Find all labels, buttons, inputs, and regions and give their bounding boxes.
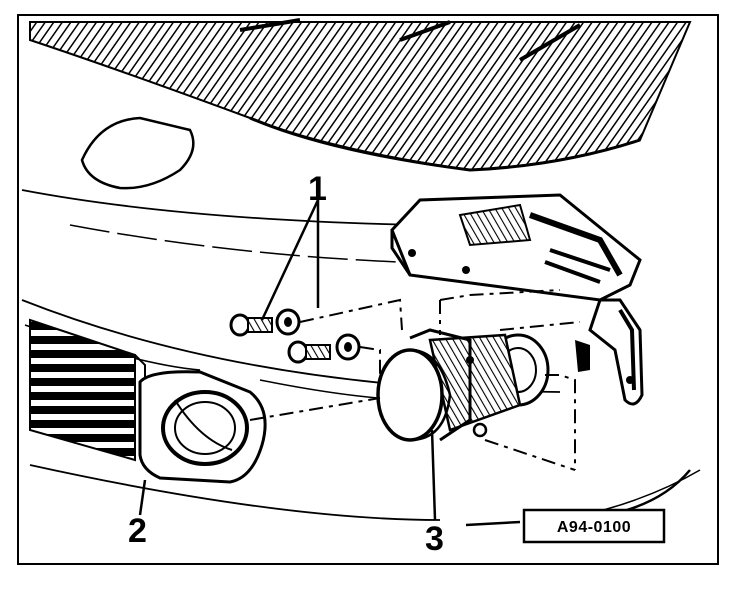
screw-upper xyxy=(229,308,301,337)
fog-lamp-unit xyxy=(376,328,550,442)
fog-lamp-recess xyxy=(138,370,267,484)
callout-1: 1 xyxy=(308,170,327,208)
reference-code: A94-0100 xyxy=(557,519,631,536)
callout-2: 2 xyxy=(128,512,147,550)
mounting-bracket xyxy=(390,193,644,406)
assembly-lines xyxy=(249,289,581,471)
reference-box: A94-0100 xyxy=(522,508,666,544)
screw-lower xyxy=(287,333,361,364)
callout-3: 3 xyxy=(425,520,444,558)
bumper-opening xyxy=(80,116,195,190)
